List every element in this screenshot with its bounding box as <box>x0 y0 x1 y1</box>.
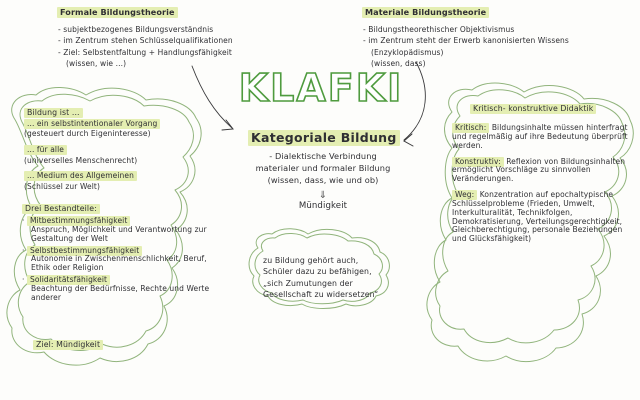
materiale-line: (wissen, dass) <box>371 59 426 69</box>
center-body-line: - Dialektische Verbindung <box>269 151 377 161</box>
bestandteil-detail: Autonomie in Zwischenmenschlichkeit, Ber… <box>31 254 207 273</box>
center-goal: Mündigkeit <box>298 201 348 211</box>
materiale-bildungstheorie-heading: Materiale Bildungstheorie <box>362 7 490 18</box>
page-title: KLAFKI <box>238 65 404 111</box>
formale-line: - Ziel: Selbstentfaltung + Handlungsfähi… <box>58 47 232 57</box>
kkd-paragraph: Kritisch: Bildungsinhalte müssen hinterf… <box>452 123 630 151</box>
list-item: · Solidaritätsfähigkeit Beachtung der Be… <box>22 275 217 303</box>
kkd-text: Bildungsinhalte müssen hinterfragt und r… <box>452 123 628 150</box>
list-item: · Selbstbestimmungsfähigkeit Autonomie i… <box>22 245 217 274</box>
kkd-label: Kritisch: <box>452 123 490 133</box>
center-subtitle: Kategoriale Bildung <box>248 130 400 146</box>
bildung-ist-line: ... Medium des Allgemeinen <box>24 171 199 182</box>
materiale-bildungstheorie-lines: - Bildungstheorethischer Objektivismus -… <box>363 25 628 72</box>
materiale-line: - Bildungstheorethischer Objektivismus <box>363 25 515 34</box>
materiale-line: (Enzyklopädismus) <box>371 47 444 57</box>
center-body-lines: - Dialektische Verbindung materialer und… <box>228 151 418 189</box>
down-arrow-icon: ⇓ <box>318 190 328 201</box>
bildung-ist-line: ... ein selbstintentionaler Vorgang <box>24 119 199 129</box>
bildung-ist-lines: ... ein selbstintentionaler Vorgang (ges… <box>24 119 199 193</box>
bildung-ist-line: (gesteuert durch Eigeninteresse) <box>24 129 151 139</box>
bubble-line: „sich Zumutungen der <box>263 278 353 288</box>
kkd-heading: Kritisch- konstruktive Didaktik <box>470 104 597 114</box>
bildung-ist-line: (Schlüssel zur Welt) <box>24 181 100 191</box>
kkd-text: Konzentration auf epochaltypische Schlüs… <box>452 190 623 244</box>
drei-bestandteile-list: · Mitbestimmungsfähigkeit Anspruch, Mögl… <box>22 216 217 306</box>
bestandteil-detail: Anspruch, Möglichkeit und Verantwortung … <box>31 224 207 243</box>
formale-line: (wissen, wie ...) <box>66 59 127 69</box>
bildung-ist-heading: Bildung ist ... <box>24 108 83 118</box>
formale-line: - im Zentrum stehen Schlüsselqualifikati… <box>58 36 233 46</box>
bestandteil-label: · Mitbestimmungsfähigkeit <box>22 216 217 226</box>
drei-bestandteile-goal: Ziel: Mündigkeit <box>33 340 104 350</box>
bildung-ist-line: ... für alle <box>24 145 199 156</box>
kkd-label: Weg: <box>452 190 478 201</box>
kkd-paragraph: Weg: Konzentration auf epochaltypische S… <box>452 190 630 244</box>
bildung-ist-line: (universelles Menschenrecht) <box>24 155 138 165</box>
formale-bildungstheorie-heading: Formale Bildungstheorie <box>57 7 178 18</box>
materiale-line: - im Zentrum steht der Erwerb kanonisier… <box>363 36 569 46</box>
bubble-line: zu Bildung gehört auch, <box>263 256 359 265</box>
kkd-paragraphs: Kritisch: Bildungsinhalte müssen hinterf… <box>452 123 630 251</box>
drei-bestandteile-heading: Drei Bestandteile: <box>22 204 100 214</box>
kkd-paragraph: Konstruktiv: Reflexion von Bildungsinhal… <box>452 156 630 185</box>
bestandteil-detail: Beachtung der Bedürfnisse, Rechte und We… <box>31 283 210 302</box>
center-body-line: materialer und formaler Bildung <box>255 163 391 174</box>
bestandteil-label: · Solidaritätsfähigkeit <box>22 275 217 286</box>
kkd-text: Reflexion von Bildungsinhalten ermöglich… <box>452 156 626 184</box>
formale-line: - subjektbezogenes Bildungsverständnis <box>58 25 214 34</box>
center-body-line: (wissen, dass, wie und ob) <box>267 175 379 186</box>
list-item: · Mitbestimmungsfähigkeit Anspruch, Mögl… <box>22 216 217 244</box>
kkd-label: Konstruktiv: <box>452 156 504 167</box>
bubble-line: Gesellschaft zu widersetzen“ <box>263 290 379 300</box>
center-bubble-text: zu Bildung gehört auch, Schüler dazu zu … <box>263 256 408 302</box>
bubble-line: Schüler dazu zu befähigen, <box>263 267 372 277</box>
arrow-right-to-center <box>403 61 426 147</box>
bestandteil-label: · Selbstbestimmungsfähigkeit <box>22 245 217 256</box>
formale-bildungstheorie-lines: - subjektbezogenes Bildungsverständnis -… <box>58 25 308 72</box>
